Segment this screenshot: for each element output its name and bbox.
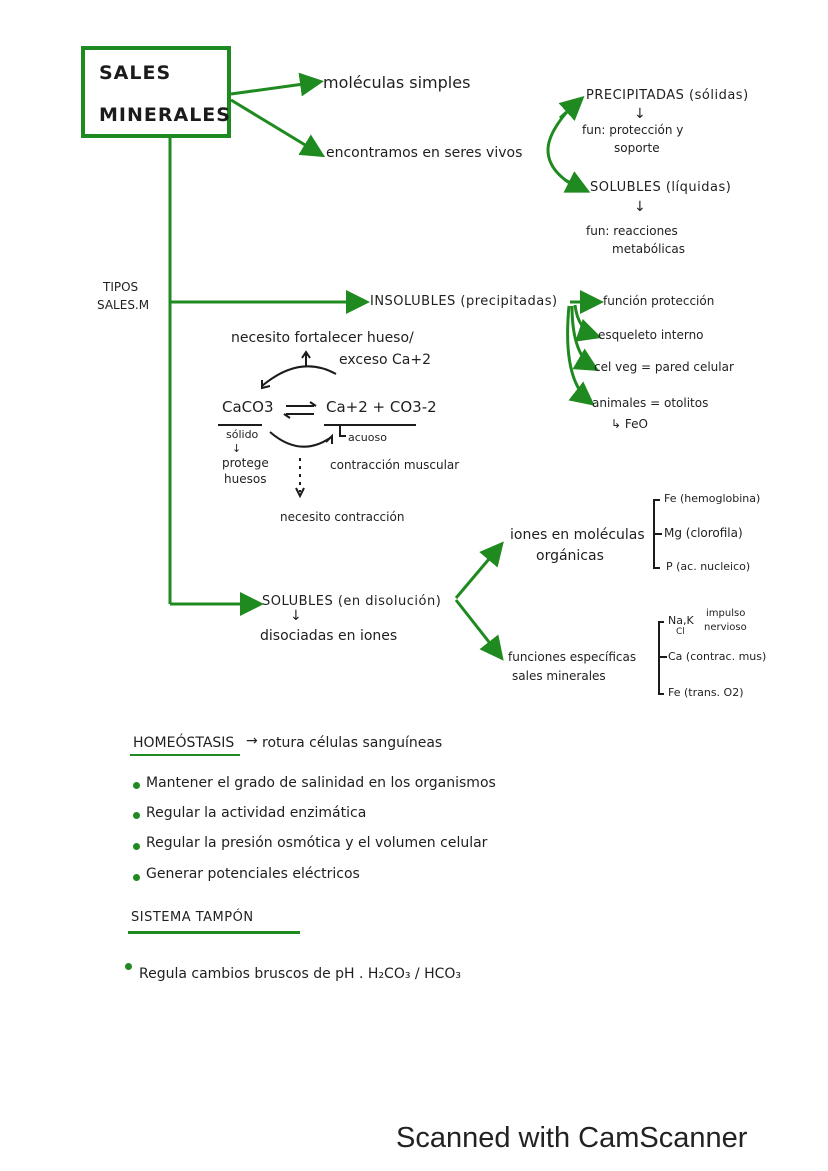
precip-arrow: ↓ bbox=[634, 106, 646, 122]
label-precipitadas: PRECIPITADAS (sólidas) bbox=[586, 88, 749, 103]
branch-functions bbox=[454, 599, 504, 661]
title-line2: MINERALES bbox=[99, 104, 231, 126]
bullet-dot bbox=[133, 812, 140, 819]
ions-line2: orgánicas bbox=[536, 548, 604, 564]
protege-1: protege bbox=[222, 456, 269, 470]
homeostasis-arrow: → bbox=[246, 733, 258, 749]
organic-ion: P (ac. nucleico) bbox=[666, 560, 751, 573]
insoluble-item: cel veg = pared celular bbox=[594, 360, 734, 374]
insoluble-item: esqueleto interno bbox=[598, 328, 704, 342]
ions-line1: iones en moléculas bbox=[510, 527, 645, 543]
label-solubles: SOLUBLES (en disolución) bbox=[262, 594, 442, 609]
title-line1: SALES bbox=[99, 62, 172, 84]
organic-ion: Fe (hemoglobina) bbox=[664, 492, 761, 505]
eq-curve-bottom bbox=[269, 431, 331, 448]
specific-ca: Ca (contrac. mus) bbox=[668, 650, 767, 663]
protege-2: huesos bbox=[224, 472, 267, 486]
homeostasis-item: Mantener el grado de salinidad en los or… bbox=[146, 775, 496, 791]
homeostasis-item: Regular la presión osmótica y el volumen… bbox=[146, 835, 488, 851]
homeostasis-note: rotura células sanguíneas bbox=[262, 735, 443, 751]
tipos-line2: SALES.M bbox=[97, 298, 150, 312]
branch-ions bbox=[454, 541, 504, 599]
soluble-fun-1: fun: reacciones bbox=[586, 224, 678, 238]
need-strengthen-2: exceso Ca+2 bbox=[339, 352, 432, 368]
precip-fun-1: fun: protección y bbox=[582, 123, 684, 137]
functions-line1: funciones específicas bbox=[508, 650, 637, 664]
tampon-title: SISTEMA TAMPÓN bbox=[131, 910, 254, 925]
bullet-dot bbox=[125, 963, 132, 970]
need-strengthen-1: necesito fortalecer hueso/ bbox=[231, 330, 414, 346]
homeostasis-title: HOMEÓSTASIS bbox=[133, 735, 235, 751]
eq-curve-top bbox=[261, 365, 337, 387]
homeostasis-underline bbox=[130, 754, 240, 756]
formula-caco3: CaCO3 bbox=[222, 398, 274, 416]
label-acuoso: acuoso bbox=[348, 431, 387, 444]
homeostasis-item: Generar potenciales eléctricos bbox=[146, 866, 360, 882]
label-dissociated: disociadas en iones bbox=[260, 628, 398, 644]
bullet-dot bbox=[133, 782, 140, 789]
need-contraction: necesito contracción bbox=[280, 510, 405, 524]
insoluble-item: función protección bbox=[603, 294, 715, 308]
label-solido: sólido bbox=[226, 428, 259, 441]
tampon-underline bbox=[128, 931, 300, 934]
brace-top bbox=[546, 98, 580, 190]
label-simple: moléculas simples bbox=[323, 73, 471, 92]
solido-arrow: ↓ bbox=[232, 442, 242, 455]
precip-fun-2: soporte bbox=[614, 141, 660, 155]
label-insolubles: INSOLUBLES (precipitadas) bbox=[370, 294, 558, 309]
specific-note2: nervioso bbox=[704, 622, 747, 633]
label-solubles-top: SOLUBLES (líquidas) bbox=[590, 180, 732, 195]
bullet-dot bbox=[133, 843, 140, 850]
insoluble-item: animales = otolitos bbox=[592, 396, 709, 410]
specific-note1: impulso bbox=[706, 608, 746, 619]
label-contraccion: contracción muscular bbox=[330, 458, 460, 472]
bullet-dot bbox=[133, 874, 140, 881]
tipos-line1: TIPOS bbox=[103, 280, 139, 294]
arrow-simple bbox=[230, 72, 324, 97]
arrow-found bbox=[230, 98, 326, 158]
insoluble-feo: ↳ FeO bbox=[611, 417, 648, 431]
specific-fe: Fe (trans. O2) bbox=[668, 686, 744, 699]
functions-line2: sales minerales bbox=[512, 669, 606, 683]
title-box: SALES MINERALES bbox=[81, 46, 231, 138]
formula-ions: Ca+2 + CO3-2 bbox=[326, 398, 437, 416]
specific-cl: Cl bbox=[676, 627, 685, 637]
homeostasis-item: Regular la actividad enzimática bbox=[146, 805, 367, 821]
tampon-item: Regula cambios bruscos de pH . H₂CO₃ / H… bbox=[139, 966, 462, 982]
label-found: encontramos en seres vivos bbox=[326, 145, 523, 161]
specific-nak: Na,K bbox=[668, 614, 694, 627]
soluble-arrow: ↓ bbox=[634, 199, 646, 215]
solubles-arrow: ↓ bbox=[290, 608, 302, 624]
soluble-fun-2: metabólicas bbox=[612, 242, 685, 256]
camscanner-watermark: Scanned with CamScanner bbox=[396, 1122, 748, 1154]
organic-ion: Mg (clorofila) bbox=[664, 526, 743, 540]
